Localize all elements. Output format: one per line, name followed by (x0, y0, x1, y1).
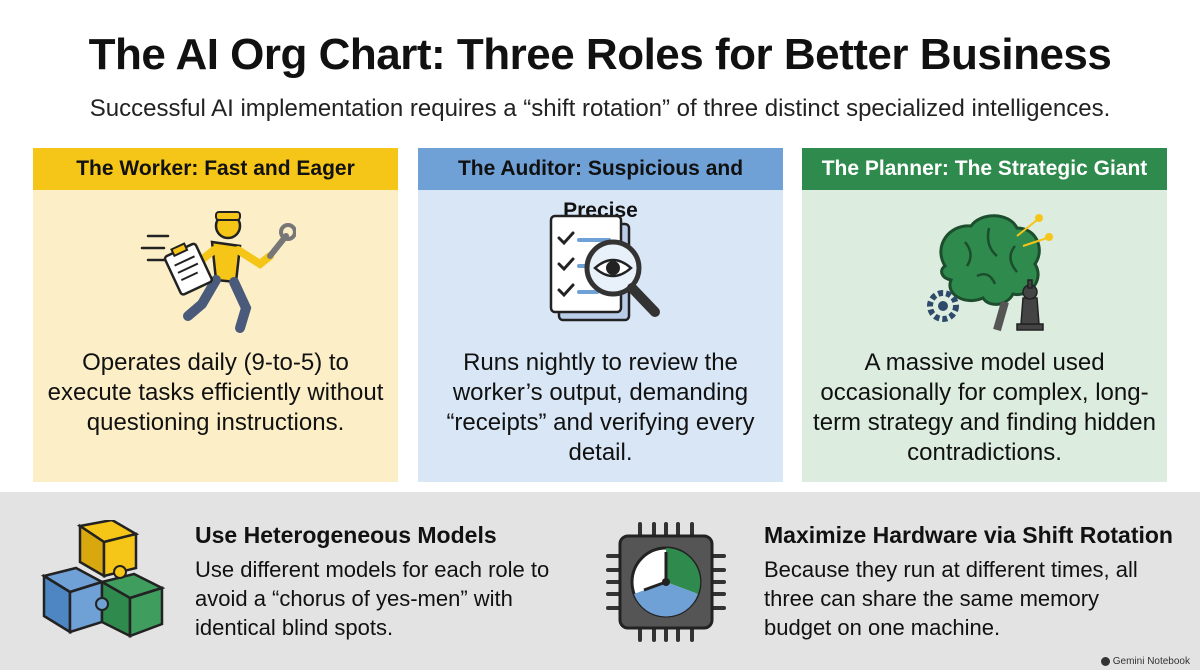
footer-text: Gemini Notebook (1112, 656, 1190, 667)
tips-band: Use Heterogeneous Models Use different m… (0, 492, 1200, 670)
page-subtitle: Successful AI implementation requires a … (89, 95, 1111, 122)
tip-heterogeneous-title: Use Heterogeneous Models (195, 522, 497, 548)
puzzle-cubes-icon (40, 518, 170, 645)
tip-shift-rotation-description: Because they run at different times, all… (764, 557, 1138, 640)
notebook-logo-icon (1100, 657, 1110, 666)
footer-brand: Gemini Notebook (1100, 656, 1190, 667)
planner-card: The Planner: The Strategic Giant A massi (802, 148, 1167, 482)
worker-card: The Worker: Fast and Eager Operates d (33, 148, 398, 482)
checklist-magnifier-icon (418, 206, 783, 336)
running-worker-icon (33, 206, 398, 336)
page-title: The AI Org Chart: Three Roles for Better… (88, 30, 1112, 79)
auditor-card-heading: The Auditor: Suspicious and Precise (418, 148, 783, 222)
brain-chess-icon (802, 206, 1167, 336)
auditor-card: The Auditor: Suspicious and Precise Runs… (418, 148, 783, 482)
auditor-card-description: Runs nightly to review the worker’s outp… (446, 349, 755, 466)
worker-card-description: Operates daily (9-to-5) to execute tasks… (47, 349, 384, 436)
chip-clock-icon (604, 520, 728, 649)
planner-card-description: A massive model used occasionally for co… (813, 349, 1156, 466)
tip-shift-rotation-title: Maximize Hardware via Shift Rotation (764, 522, 1173, 548)
planner-card-heading: The Planner: The Strategic Giant (802, 148, 1167, 190)
worker-card-heading: The Worker: Fast and Eager (33, 148, 398, 190)
tip-heterogeneous-description: Use different models for each role to av… (195, 557, 550, 640)
